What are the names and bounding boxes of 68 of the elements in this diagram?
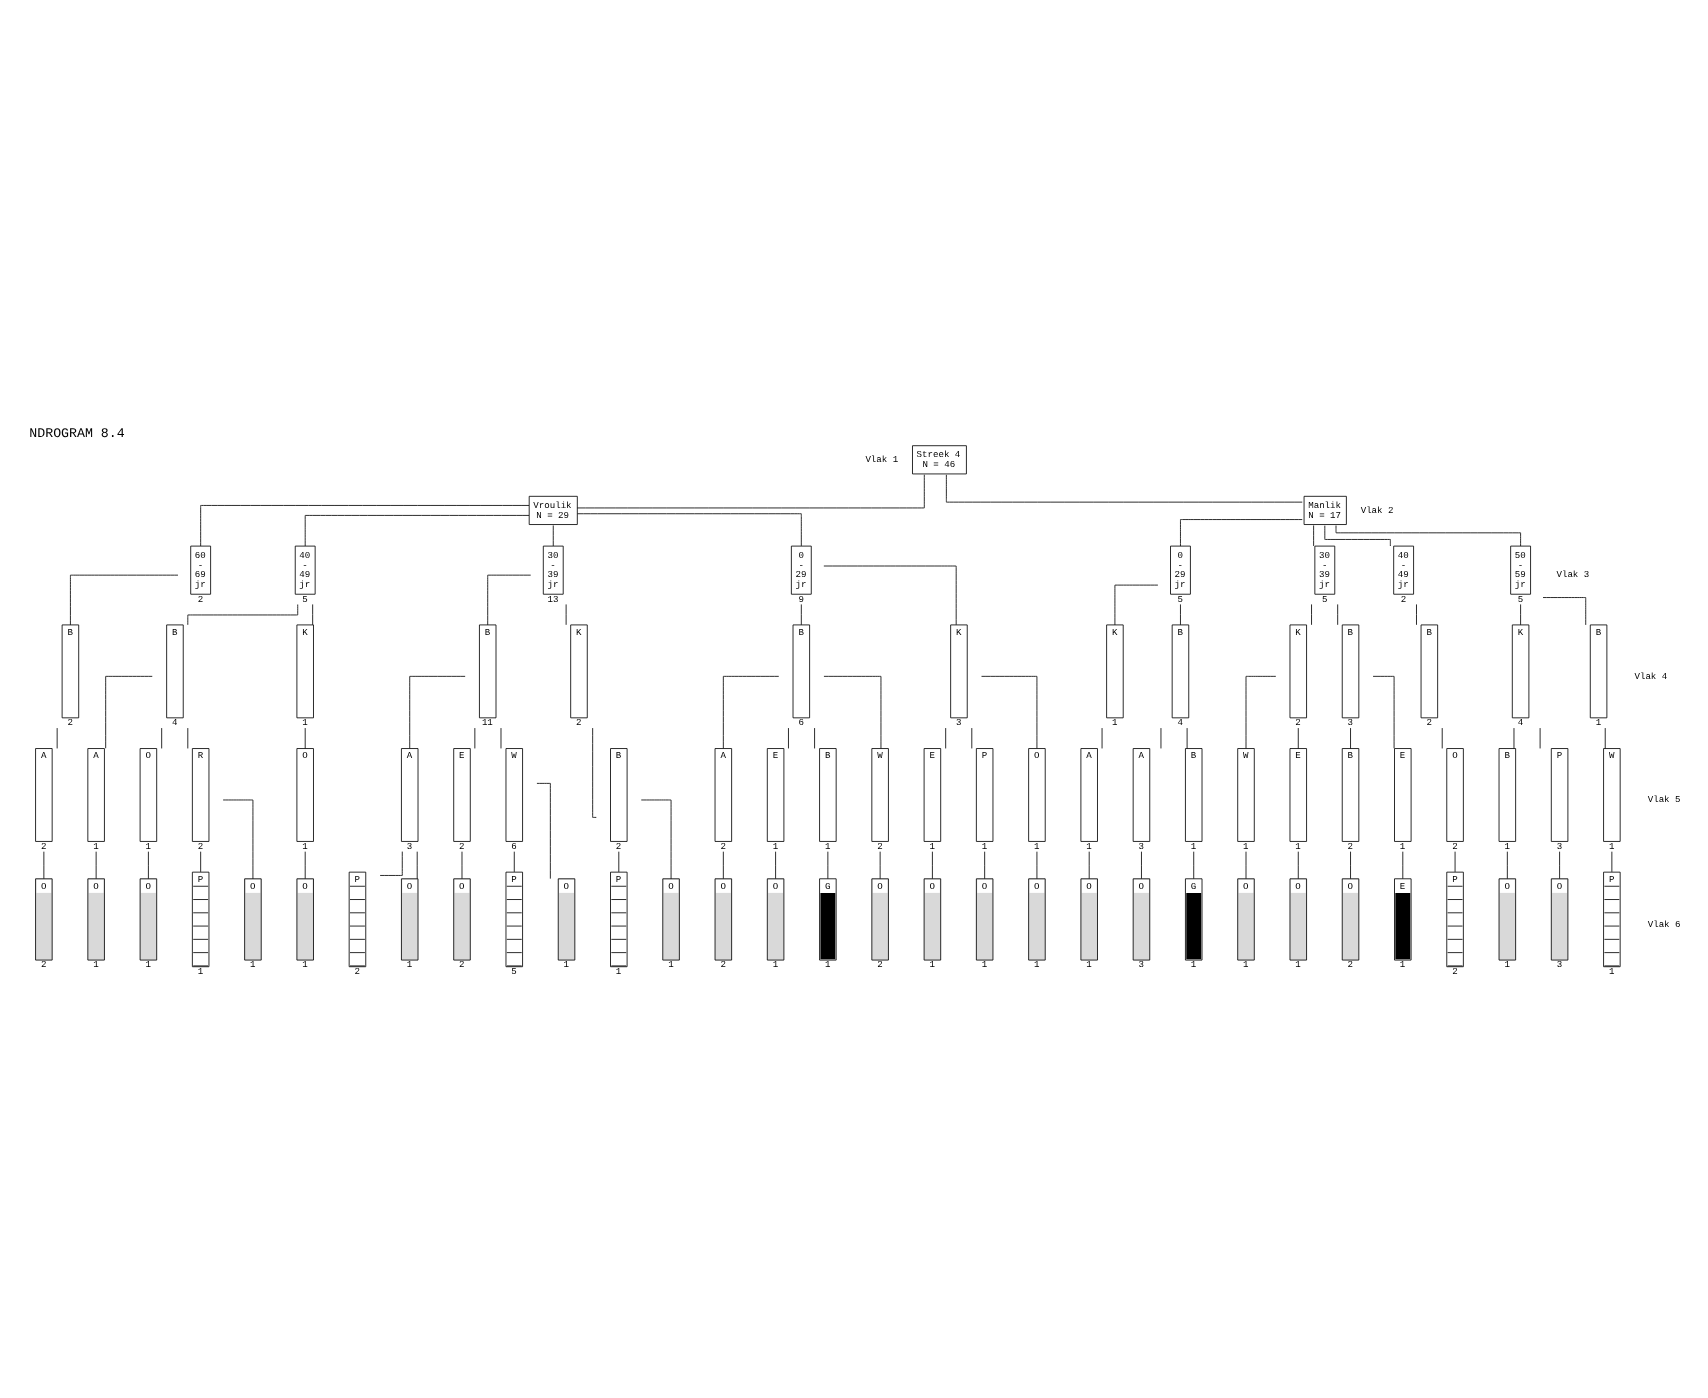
connector bbox=[1559, 850, 1560, 879]
connector bbox=[1506, 850, 1508, 879]
connector bbox=[932, 850, 933, 879]
connector bbox=[1245, 674, 1277, 748]
connector bbox=[513, 850, 515, 872]
connector bbox=[1313, 524, 1315, 546]
connector bbox=[161, 726, 163, 748]
connector bbox=[1335, 524, 1522, 546]
connector bbox=[487, 573, 532, 625]
connector bbox=[148, 850, 149, 879]
connector bbox=[304, 850, 306, 879]
connector bbox=[409, 674, 466, 748]
connector bbox=[1350, 726, 1351, 748]
connector bbox=[1186, 726, 1188, 748]
connector bbox=[1520, 603, 1522, 625]
connector bbox=[1402, 850, 1404, 879]
connector bbox=[823, 564, 957, 625]
connector bbox=[640, 798, 672, 879]
connector bbox=[222, 798, 254, 879]
connector bbox=[312, 603, 314, 625]
connector bbox=[1036, 850, 1038, 879]
connector bbox=[1416, 603, 1417, 625]
connector bbox=[1513, 726, 1515, 748]
connector bbox=[577, 512, 802, 546]
connector bbox=[576, 473, 925, 508]
connector bbox=[1180, 518, 1303, 546]
connector bbox=[1193, 850, 1195, 879]
connector bbox=[1245, 850, 1247, 879]
connector bbox=[200, 504, 530, 546]
connector bbox=[187, 603, 299, 625]
connector bbox=[879, 850, 881, 879]
connector bbox=[1337, 603, 1339, 625]
connector bbox=[304, 514, 530, 546]
connector bbox=[1114, 583, 1159, 625]
connector bbox=[1141, 850, 1142, 879]
connector bbox=[800, 603, 802, 625]
connector bbox=[105, 674, 153, 748]
connector bbox=[1542, 596, 1587, 625]
connector bbox=[945, 473, 1303, 502]
connector bbox=[1604, 726, 1606, 748]
connector bbox=[552, 524, 554, 546]
connector bbox=[618, 850, 620, 872]
connector bbox=[1088, 850, 1090, 879]
connector bbox=[1350, 850, 1351, 879]
connector bbox=[1297, 850, 1299, 879]
connector bbox=[200, 850, 202, 872]
connector bbox=[827, 850, 829, 879]
connector bbox=[945, 726, 947, 748]
connector bbox=[823, 674, 882, 748]
connector bbox=[43, 850, 45, 879]
connector bbox=[70, 573, 179, 625]
connector bbox=[1180, 603, 1181, 625]
connector bbox=[722, 674, 780, 748]
connector bbox=[416, 850, 418, 879]
connector bbox=[95, 850, 97, 879]
connector bbox=[722, 850, 724, 879]
connector bbox=[981, 674, 1038, 748]
connector bbox=[461, 850, 463, 879]
connector bbox=[814, 726, 815, 748]
connector bbox=[1311, 603, 1312, 625]
connector bbox=[788, 726, 789, 748]
connector bbox=[304, 726, 306, 748]
connector bbox=[984, 850, 986, 879]
connector bbox=[1297, 726, 1299, 748]
connector bbox=[379, 850, 403, 875]
connector bbox=[775, 850, 776, 879]
connector bbox=[1324, 524, 1391, 546]
connector bbox=[592, 726, 597, 817]
